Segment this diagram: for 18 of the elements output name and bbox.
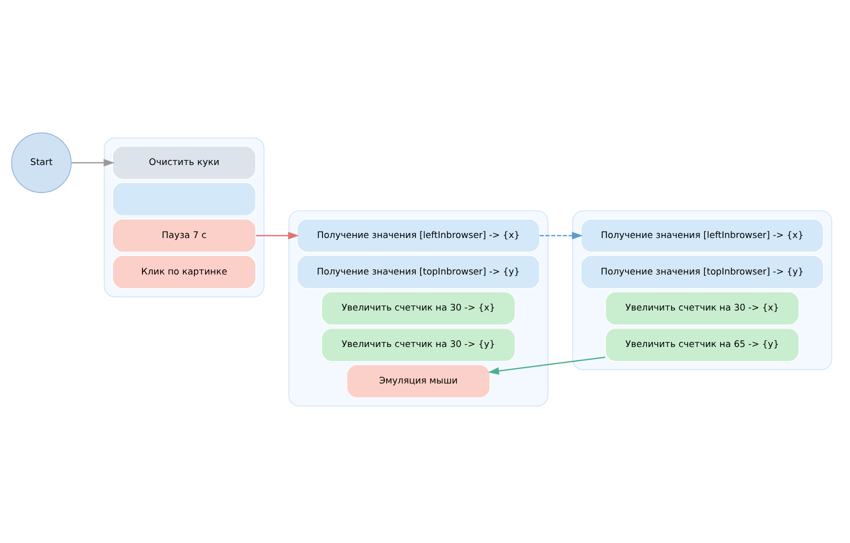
node-box xyxy=(112,182,256,216)
node-box: Получение значения [topInbrowser] -> {y} xyxy=(296,254,540,288)
node-circle: Start xyxy=(11,132,72,192)
node-box: Клик по картинке xyxy=(112,254,256,288)
node-box: Увеличить счетчик на 30 -> {x} xyxy=(321,290,516,325)
node-box: Увеличить счетчик на 65 -> {y} xyxy=(605,327,800,362)
arrow xyxy=(256,231,299,239)
node-box: Увеличить счетчик на 30 -> {y} xyxy=(321,327,516,362)
arrow xyxy=(71,158,114,166)
node-box: Получение значения [leftInbrowser] -> {x} xyxy=(580,218,824,252)
node-box: Эмуляция мыши xyxy=(346,364,490,398)
node-box: Очистить куки xyxy=(112,145,256,180)
arrow xyxy=(488,356,606,374)
arrow xyxy=(540,231,583,239)
node-box: Получение значения [topInbrowser] -> {y} xyxy=(580,254,824,288)
node-box: Увеличить счетчик на 30 -> {x} xyxy=(605,290,800,325)
node-box: Получение значения [leftInbrowser] -> {x} xyxy=(296,218,540,252)
node-box: Пауза 7 с xyxy=(112,218,256,252)
